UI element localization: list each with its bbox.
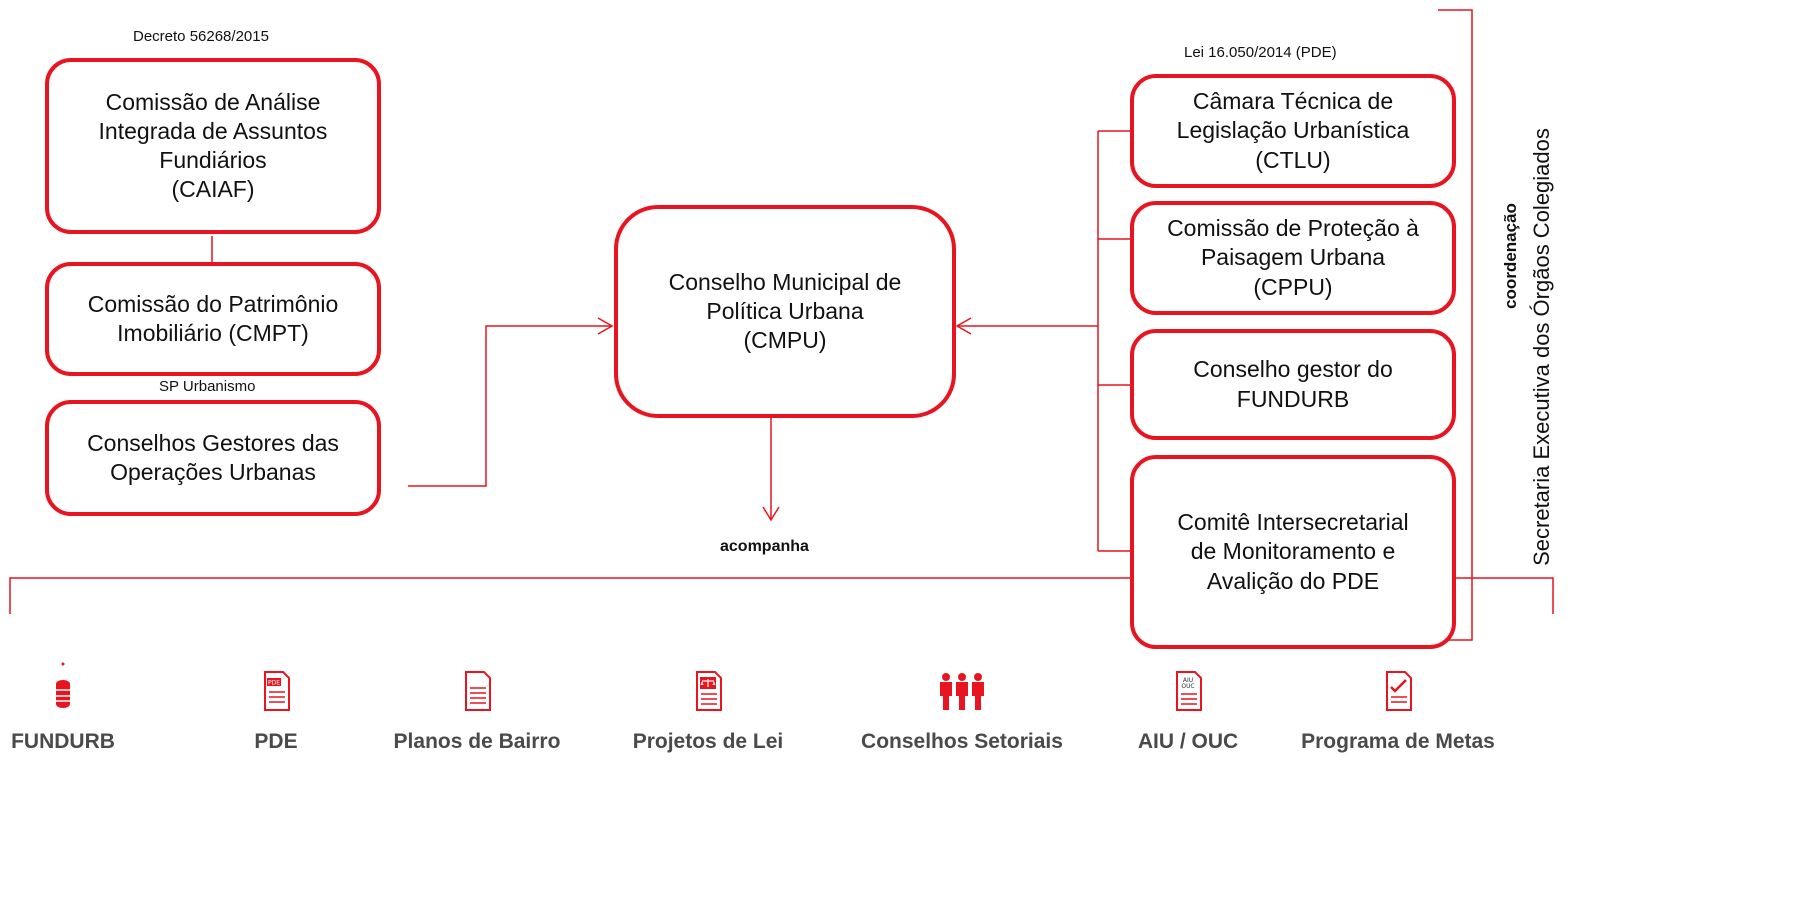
bottom-item-label: Planos de Bairro <box>393 730 561 753</box>
cmpt-text: Comissão do Patrimônio Imobiliário (CMPT… <box>87 290 339 346</box>
ctlu-box: Câmara Técnica de Legislação Urbanística… <box>1130 74 1456 188</box>
operacoes-text: Conselhos Gestores das Operações Urbanas <box>87 429 339 485</box>
bottom-item-label: PDE <box>254 730 298 753</box>
bottom-item-fundurb: FUNDURB <box>0 658 178 778</box>
bottom-item-conselhos: Conselhos Setoriais <box>847 658 1077 778</box>
caiaf-box: Comissão de Análise Integrada de Assunto… <box>45 58 381 234</box>
bottom-item-metas: Programa de Metas <box>1283 658 1513 778</box>
cmpu-to-acompanha-arrowhead <box>762 506 780 522</box>
fundurb-box: Conselho gestor do FUNDURB <box>1130 329 1456 440</box>
aiu-ouc-document-icon: AIU OUC <box>1176 671 1202 711</box>
fundurb-text: Conselho gestor do FUNDURB <box>1193 356 1393 412</box>
cppu-text: Comissão de Proteção à Paisagem Urbana (… <box>1167 215 1419 300</box>
bottom-bracket <box>9 577 1554 614</box>
acompanha-caption: acompanha <box>720 538 809 555</box>
cmpu-text: Conselho Municipal de Política Urbana (C… <box>668 268 902 354</box>
svg-text:AIU: AIU <box>1183 677 1193 684</box>
document-icon <box>465 671 491 711</box>
lei-pde-caption: Lei 16.050/2014 (PDE) <box>1184 44 1337 61</box>
operacoes-box: Conselhos Gestores das Operações Urbanas <box>45 400 381 516</box>
bottom-item-label: Conselhos Setoriais <box>861 730 1063 753</box>
operacoes-to-cmpu-line <box>408 325 612 487</box>
bottom-item-planos: Planos de Bairro <box>362 658 592 778</box>
ctlu-text: Câmara Técnica de Legislação Urbanística… <box>1176 88 1410 173</box>
operacoes-to-cmpu-arrowhead <box>597 317 614 335</box>
coordination-bracket <box>1438 9 1473 641</box>
checklist-document-icon <box>1386 671 1412 711</box>
bottom-item-label: Projetos de Lei <box>632 730 784 753</box>
svg-text:OUC: OUC <box>1181 683 1194 690</box>
comite-text: Comitê Intersecretarial de Monitoramento… <box>1177 509 1409 594</box>
right-group-to-cmpu-arrowhead <box>955 317 972 335</box>
coordenacao-label: coordenação <box>1501 203 1520 309</box>
law-document-icon <box>696 671 722 711</box>
bottom-item-projetos: Projetos de Lei <box>593 658 823 778</box>
svg-text:PDE: PDE <box>268 680 280 687</box>
bottom-item-label: FUNDURB <box>11 730 115 753</box>
caiaf-text: Comissão de Análise Integrada de Assunto… <box>98 88 328 203</box>
decreto-caption: Decreto 56268/2015 <box>133 28 269 45</box>
comite-box: Comitê Intersecretarial de Monitoramento… <box>1130 455 1456 649</box>
bottom-item-label: AIU / OUC <box>1137 730 1239 753</box>
cmpu-box: Conselho Municipal de Política Urbana (C… <box>614 205 956 418</box>
coins-icon <box>56 662 70 708</box>
bottom-item-label: Programa de Metas <box>1301 730 1495 753</box>
bottom-item-pde: PDE PDE <box>161 658 391 778</box>
people-group-icon <box>940 673 984 710</box>
cmpt-box: Comissão do Patrimônio Imobiliário (CMPT… <box>45 262 381 376</box>
bottom-item-aiu: AIU OUC AIU / OUC <box>1073 658 1303 778</box>
pde-document-icon: PDE <box>264 671 290 711</box>
secretaria-label: Secretaria Executiva dos Órgãos Colegiad… <box>1529 128 1554 566</box>
sp-urbanismo-caption: SP Urbanismo <box>159 378 256 395</box>
cppu-box: Comissão de Proteção à Paisagem Urbana (… <box>1130 201 1456 315</box>
